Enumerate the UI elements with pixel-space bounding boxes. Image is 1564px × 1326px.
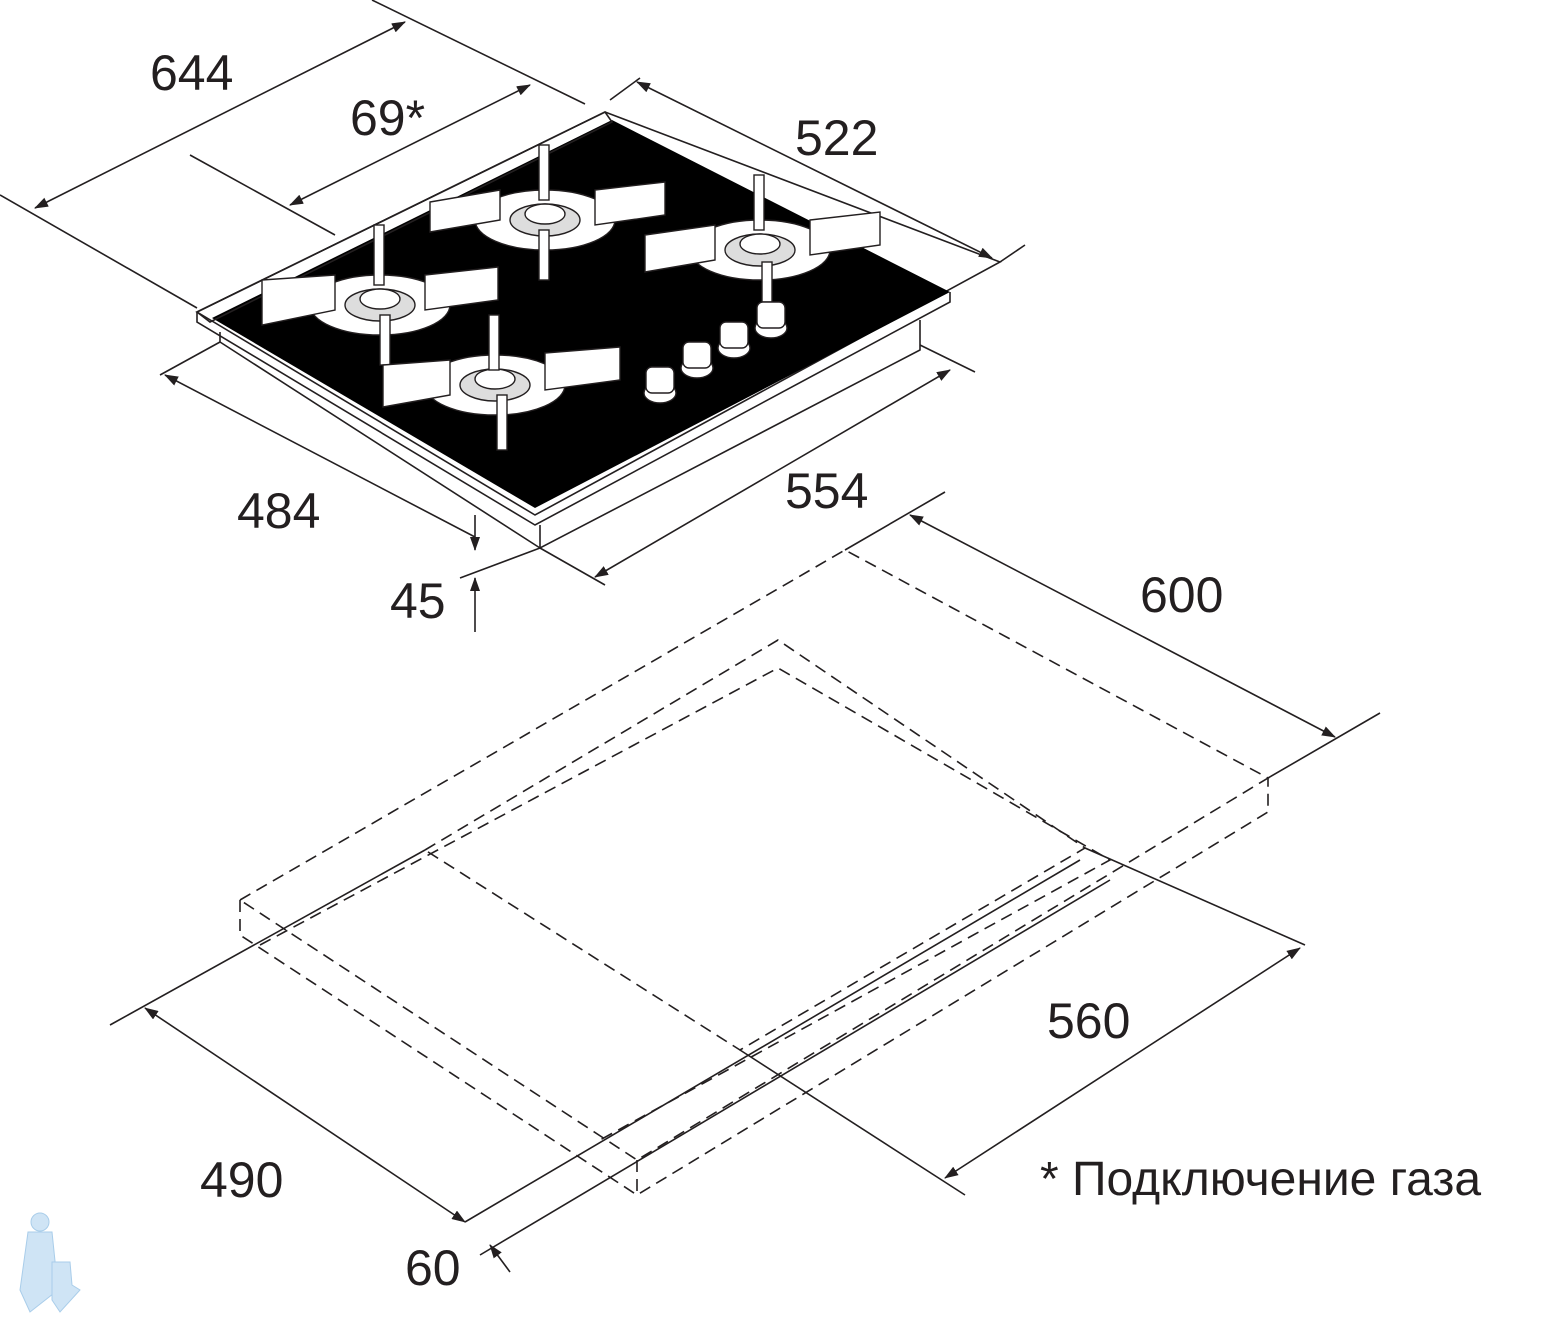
gas-connection-note: * Подключение газа — [1040, 1153, 1482, 1206]
dim-560: 560 — [1047, 993, 1130, 1049]
dim-484: 484 — [237, 483, 320, 539]
dim-554: 554 — [785, 463, 868, 519]
plumber-logo — [19, 1212, 81, 1313]
dim-490: 490 — [200, 1152, 283, 1208]
dim-69: 69* — [350, 90, 425, 146]
dim-45: 45 — [390, 573, 446, 629]
dim-522: 522 — [795, 110, 878, 166]
dim-644: 644 — [150, 45, 233, 101]
dim-600: 600 — [1140, 567, 1223, 623]
cutout — [109, 491, 1381, 1273]
hob-dimensions — [0, 0, 1026, 632]
dim-60: 60 — [405, 1240, 461, 1296]
